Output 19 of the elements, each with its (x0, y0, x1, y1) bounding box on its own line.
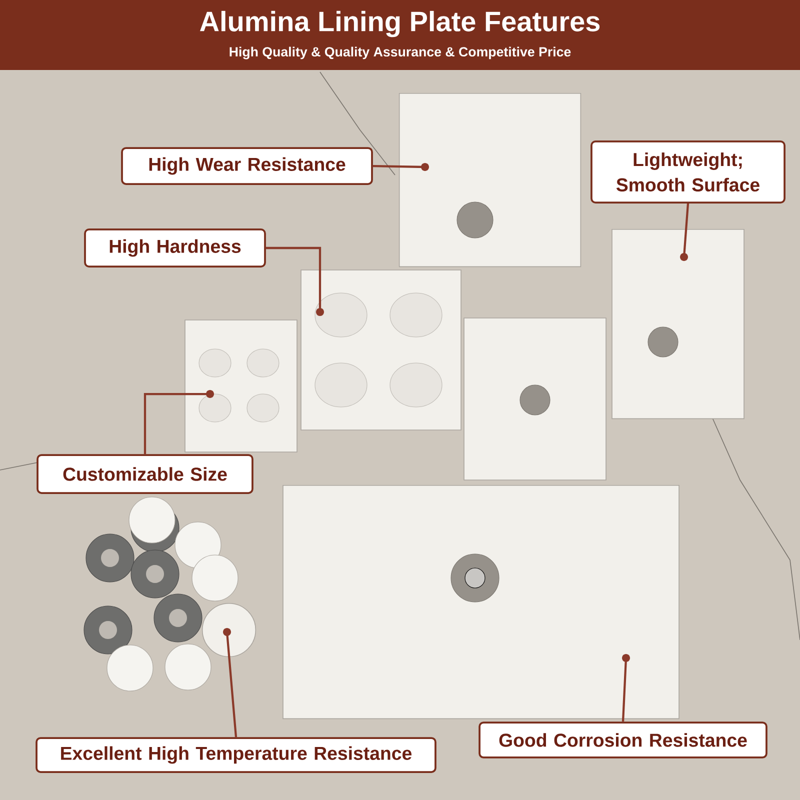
callout-box: High Wear Resistance (121, 147, 373, 185)
leader-line (372, 163, 429, 171)
ceramic-plate-drawing (282, 484, 680, 720)
ceramic-plate-drawing (184, 320, 298, 452)
callout-box: Lightweight; Smooth Surface (590, 140, 786, 204)
leader-line (266, 246, 324, 316)
ceramic-plate-drawing (612, 228, 744, 420)
subtitle: High Quality & Quality Assurance & Competitive Price (230, 46, 571, 60)
leader-line (223, 628, 238, 738)
callout-box: Good Corrosion Resistance (478, 722, 768, 758)
leader-line (144, 390, 214, 454)
callout-box: High Hardness (84, 228, 266, 268)
ceramic-plate-drawing (300, 270, 462, 430)
leader-line (622, 654, 630, 722)
leader-line (680, 203, 690, 261)
ceramic-disc-drawing (202, 602, 256, 658)
ceramic-plate-drawing (398, 92, 582, 268)
callout-box: Customizable Size (36, 454, 254, 494)
callout-box: Excellent High Temperature Resistance (36, 737, 436, 773)
